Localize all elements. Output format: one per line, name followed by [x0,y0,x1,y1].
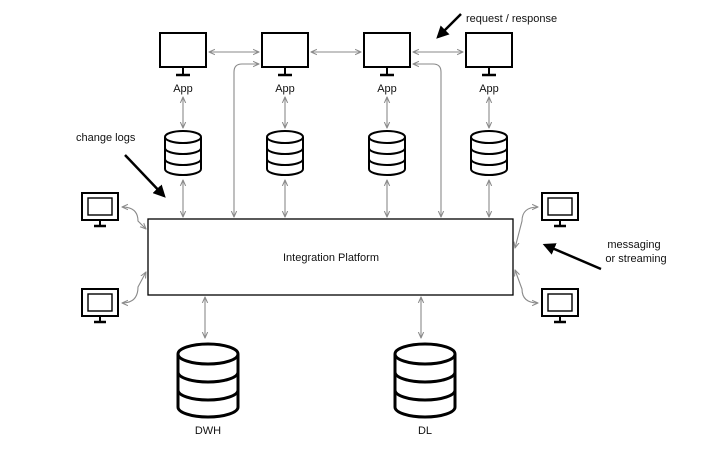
monitor-icon [81,288,119,324]
database-icon [393,342,457,419]
monitor-icon [261,32,309,77]
client-connectors [122,207,538,303]
app-db-3 [368,130,406,176]
app-4: App [465,32,513,95]
annotation-text: messaging [607,239,660,251]
database-icon [266,130,304,176]
app-db-connectors [183,97,489,128]
annotation-change-logs: change logs [76,132,166,198]
store-dl: DL [393,342,457,437]
store-label: DWH [195,425,221,437]
app-3: App [363,32,411,95]
monitor-icon [81,192,119,228]
app-label: App [479,83,499,95]
monitor-icon [541,192,579,228]
monitor-icon [159,32,207,77]
app-db-1 [164,130,202,176]
client-left-top [81,192,119,228]
database-icon [470,130,508,176]
platform-label: Integration Platform [283,252,379,264]
integration-platform: Integration Platform [147,218,514,296]
database-icon [164,130,202,176]
annotation-text: or streaming [605,253,666,265]
app-label: App [173,83,193,95]
client-right-bottom [541,288,579,324]
client-right-top [541,192,579,228]
app-label: App [275,83,295,95]
app-1: App [159,32,207,95]
db-platform-connectors [183,180,489,217]
database-icon [176,342,240,419]
app-db-2 [266,130,304,176]
app-label: App [377,83,397,95]
store-connectors [205,297,421,338]
annotation-messaging: messaging or streaming [542,239,667,271]
store-label: DL [418,425,432,437]
client-left-bottom [81,288,119,324]
request-response-routes [234,64,441,217]
annotation-text: request / response [466,13,557,25]
monitor-icon [363,32,411,77]
annotation-text: change logs [76,132,136,144]
monitor-icon [465,32,513,77]
annotation-request-response: request / response [436,13,557,39]
app-db-4 [470,130,508,176]
app-2: App [261,32,309,95]
store-dwh: DWH [176,342,240,437]
monitor-icon [541,288,579,324]
database-icon [368,130,406,176]
